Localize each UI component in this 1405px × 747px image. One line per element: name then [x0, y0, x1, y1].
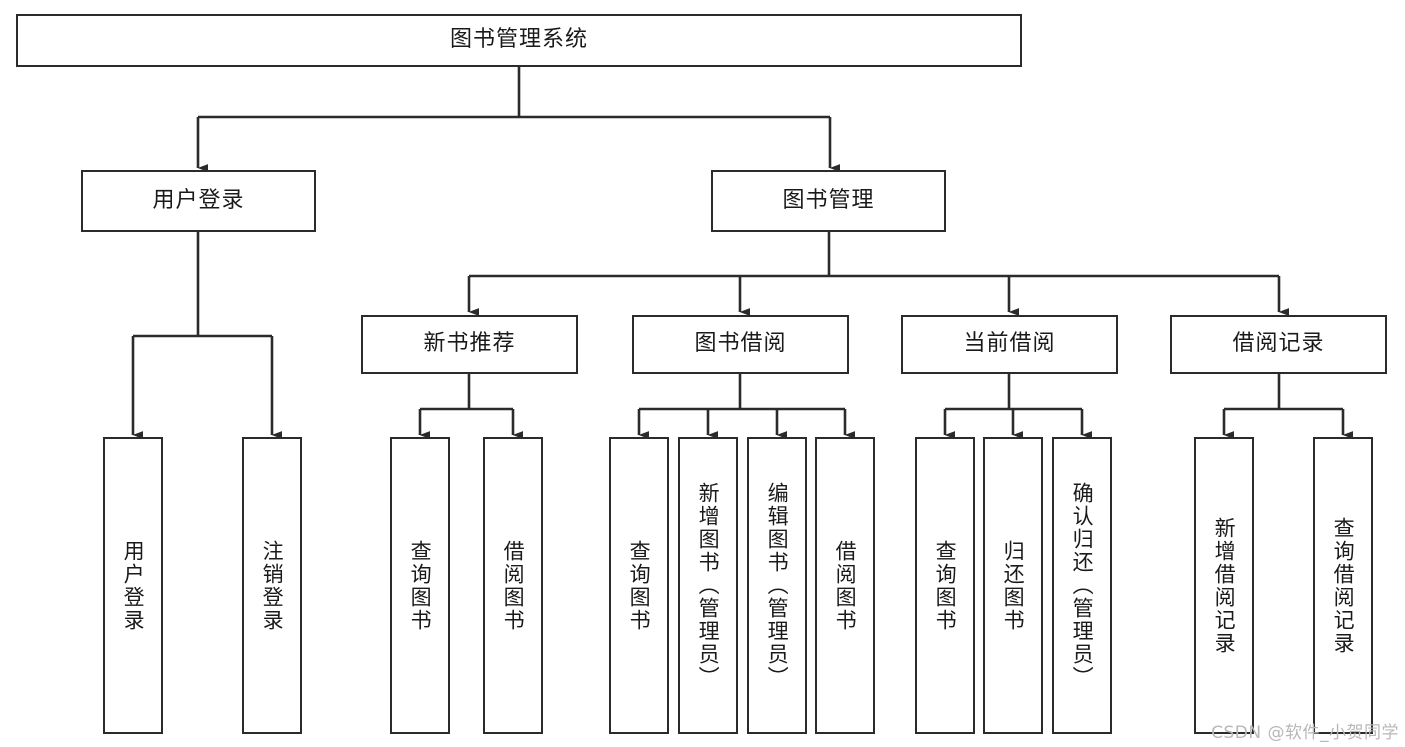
node-leaf-query-book-1-label: 查询图书	[408, 539, 433, 632]
node-leaf-return-book[interactable]: 归还图书	[983, 437, 1043, 734]
node-borrow-record[interactable]: 借阅记录	[1170, 315, 1387, 374]
node-leaf-user-login-label: 用户登录	[121, 539, 146, 632]
node-leaf-query-book-3-label: 查询图书	[933, 539, 958, 632]
node-leaf-query-book-2[interactable]: 查询图书	[609, 437, 669, 734]
node-leaf-add-record-label: 新增借阅记录	[1212, 516, 1237, 655]
node-leaf-edit-book-label: 编辑图书（管理员）	[765, 482, 790, 689]
node-leaf-return-book-label: 归还图书	[1001, 539, 1026, 632]
node-leaf-query-book-2-label: 查询图书	[627, 539, 652, 632]
node-leaf-borrow-book-2[interactable]: 借阅图书	[815, 437, 875, 734]
node-new-book-recommend-label: 新书推荐	[423, 331, 516, 357]
node-current-borrow-label: 当前借阅	[963, 331, 1056, 357]
node-leaf-query-record-label: 查询借阅记录	[1331, 516, 1356, 655]
node-root-label: 图书管理系统	[449, 27, 588, 53]
node-leaf-borrow-book-1-label: 借阅图书	[501, 539, 526, 632]
node-leaf-borrow-book-1[interactable]: 借阅图书	[483, 437, 543, 734]
node-borrow-record-label: 借阅记录	[1232, 331, 1325, 357]
node-leaf-borrow-book-2-label: 借阅图书	[833, 539, 858, 632]
node-current-borrow[interactable]: 当前借阅	[901, 315, 1118, 374]
node-root[interactable]: 图书管理系统	[16, 14, 1022, 67]
node-leaf-user-login[interactable]: 用户登录	[103, 437, 163, 734]
node-book-manage[interactable]: 图书管理	[711, 170, 946, 232]
node-leaf-user-logout[interactable]: 注销登录	[242, 437, 302, 734]
node-leaf-edit-book[interactable]: 编辑图书（管理员）	[747, 437, 807, 734]
watermark: CSDN @软件_小贺同学	[1211, 723, 1399, 743]
node-leaf-query-book-3[interactable]: 查询图书	[915, 437, 975, 734]
node-leaf-confirm-return[interactable]: 确认归还（管理员）	[1052, 437, 1112, 734]
node-leaf-query-book-1[interactable]: 查询图书	[390, 437, 450, 734]
node-book-borrow-label: 图书借阅	[694, 331, 787, 357]
node-book-manage-label: 图书管理	[782, 187, 875, 213]
node-leaf-add-record[interactable]: 新增借阅记录	[1194, 437, 1254, 734]
node-user-login[interactable]: 用户登录	[81, 170, 316, 232]
node-book-borrow[interactable]: 图书借阅	[632, 315, 849, 374]
node-leaf-add-book-label: 新增图书（管理员）	[696, 482, 721, 689]
node-leaf-add-book[interactable]: 新增图书（管理员）	[678, 437, 738, 734]
node-leaf-query-record[interactable]: 查询借阅记录	[1313, 437, 1373, 734]
node-leaf-confirm-return-label: 确认归还（管理员）	[1070, 482, 1095, 689]
node-leaf-user-logout-label: 注销登录	[260, 539, 285, 632]
node-user-login-label: 用户登录	[152, 187, 245, 213]
node-new-book-recommend[interactable]: 新书推荐	[361, 315, 578, 374]
